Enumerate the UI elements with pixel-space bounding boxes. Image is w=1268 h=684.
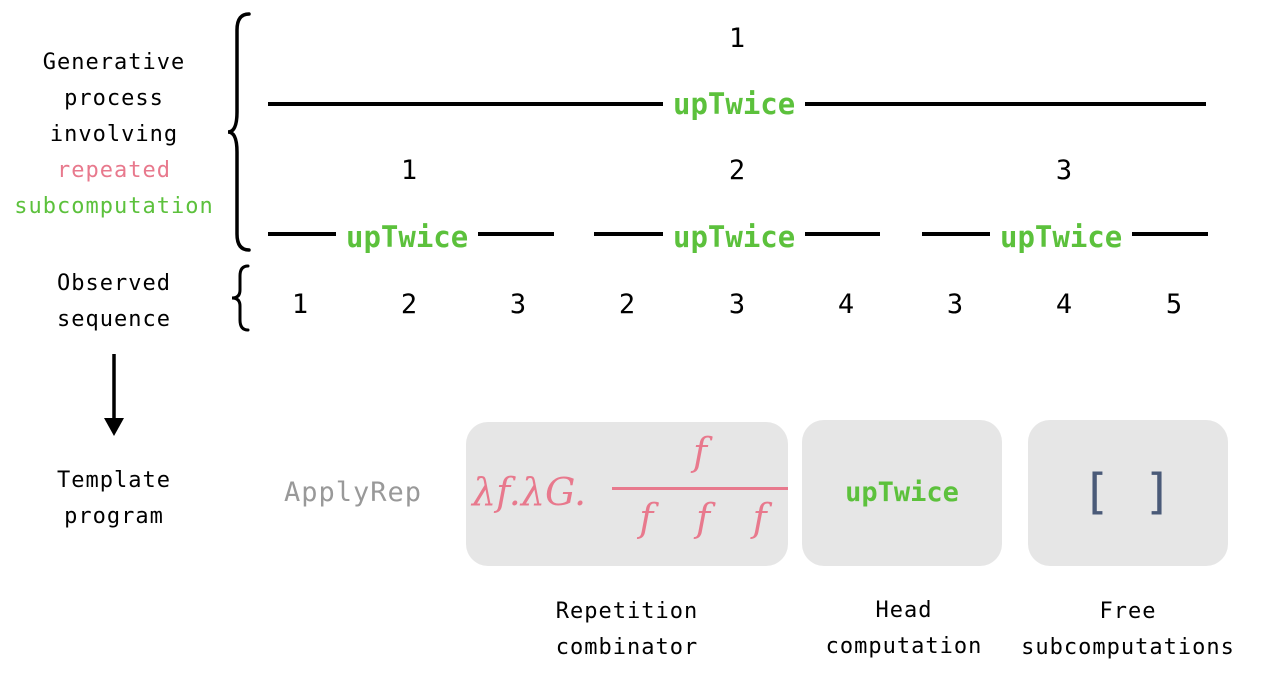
combinator-numerator: f (692, 430, 708, 474)
denominator-f-1: f (639, 496, 654, 540)
middle-number-1: 1 (400, 155, 418, 186)
sequence-item-1: 1 (291, 289, 309, 320)
top-level-uptwice: upTwice (663, 87, 806, 121)
head-computation-box (802, 420, 1002, 566)
sequence-item-7: 3 (946, 289, 964, 320)
repetition-combinator-caption: Repetition combinator (555, 599, 699, 660)
fraction-bar (612, 487, 788, 490)
sequence-item-5: 3 (728, 289, 746, 320)
combinator-denominator: f f f (618, 496, 788, 540)
generative-process-label: Generative process involving repeated su… (0, 45, 228, 225)
lambda-prefix: λf.λG. (472, 470, 587, 514)
observed-sequence-label: Observed sequence (57, 271, 171, 332)
small-curly-brace (231, 264, 250, 332)
template-program-label: Template program (57, 468, 171, 529)
middle-uptwice-2: upTwice (663, 220, 806, 254)
sequence-item-4: 2 (618, 289, 636, 320)
middle-uptwice-1: upTwice (336, 220, 479, 254)
denominator-f-2: f (695, 496, 711, 540)
repeated-word: repeated (57, 158, 171, 183)
middle-uptwice-3: upTwice (990, 220, 1133, 254)
subcomputation-word: subcomputation (14, 194, 214, 219)
sequence-item-8: 4 (1055, 289, 1073, 320)
head-uptwice: upTwice (845, 477, 959, 508)
top-level-number: 1 (728, 23, 746, 54)
large-curly-brace (227, 12, 251, 252)
down-arrow-head (104, 418, 124, 436)
middle-number-2: 2 (728, 155, 746, 186)
sequence-item-9: 5 (1165, 289, 1183, 320)
free-subcomputations-box (1028, 420, 1228, 566)
repetition-combinator-box (466, 422, 788, 566)
sequence-item-2: 2 (400, 289, 418, 320)
denominator-f-3: f (752, 496, 767, 540)
middle-number-3: 3 (1055, 155, 1073, 186)
apply-rep-label: ApplyRep (284, 477, 423, 508)
free-subcomputations-caption: Free subcomputations (1021, 599, 1235, 660)
empty-list-brackets: [ ] (1081, 464, 1175, 520)
sequence-item-3: 3 (509, 289, 527, 320)
head-computation-caption: Head computation (825, 598, 983, 659)
sequence-item-6: 4 (837, 289, 855, 320)
